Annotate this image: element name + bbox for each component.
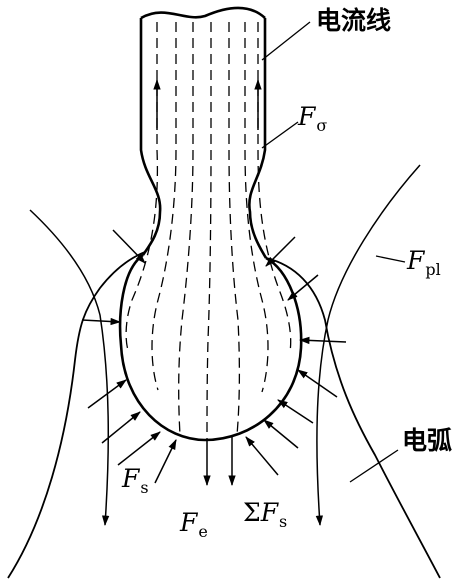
current-line xyxy=(151,22,177,391)
f-s-sub: s xyxy=(140,478,149,497)
droplet xyxy=(118,253,303,442)
force-arrow xyxy=(298,336,347,345)
current-lines-leader xyxy=(261,21,311,61)
f-sigma-label: Fσ xyxy=(298,104,327,134)
sum-f-s-prefix: Σ xyxy=(243,498,261,527)
sum-f-s-main: F xyxy=(260,498,279,527)
f-pl-sub: pl xyxy=(425,260,441,279)
electrode-wire xyxy=(139,6,268,259)
wire-arrows xyxy=(153,78,262,130)
current-line xyxy=(228,22,241,436)
current-line xyxy=(257,22,292,353)
arc-leader xyxy=(349,449,399,483)
arc-outline xyxy=(7,251,441,579)
f-e-label: Fe xyxy=(180,510,208,540)
wire-top-wavy-edge xyxy=(140,6,266,20)
f-pl-label: Fpl xyxy=(407,248,441,278)
arc-left-edge xyxy=(7,251,146,579)
left-flow-curve xyxy=(29,209,110,527)
arc-label: 电弧 xyxy=(402,426,453,455)
f-sigma-leader xyxy=(261,121,299,149)
force-arrow xyxy=(87,379,127,409)
current-line xyxy=(125,22,159,351)
leader-lines xyxy=(261,21,406,483)
sum-f-s-sub: s xyxy=(279,512,288,531)
wire-left-edge xyxy=(139,18,162,256)
droplet-outline xyxy=(118,253,303,442)
electromagnetic-force-arrows xyxy=(203,436,236,487)
f-e-main: F xyxy=(180,508,198,537)
f-sigma-main: F xyxy=(298,102,316,131)
force-arrow xyxy=(81,317,122,326)
f-s-main: F xyxy=(122,464,140,493)
force-arrow xyxy=(265,236,296,267)
force-arrow xyxy=(154,439,177,484)
plasma-flow-curves xyxy=(29,164,421,527)
force-arrow xyxy=(277,399,314,424)
current-lines xyxy=(125,22,292,441)
current-lines-label: 电流线 xyxy=(316,6,392,35)
current-line xyxy=(206,22,212,441)
f-sigma-sub: σ xyxy=(316,116,328,135)
force-arrow xyxy=(101,411,141,444)
f-s-label: Fs xyxy=(122,466,149,496)
force-arrow xyxy=(245,436,279,476)
force-arrows xyxy=(81,229,347,484)
force-arrow xyxy=(117,431,161,466)
f-pl-main: F xyxy=(407,246,425,275)
f-pl-leader xyxy=(375,255,406,263)
sum-f-s-label: ΣFs xyxy=(243,500,287,530)
current-line xyxy=(178,22,194,436)
wire-right-edge xyxy=(248,18,268,259)
force-arrow xyxy=(287,274,319,301)
force-arrow xyxy=(263,419,299,449)
right-flow-curve xyxy=(315,164,421,527)
f-e-sub: e xyxy=(198,522,208,541)
current-line xyxy=(244,22,269,393)
force-arrow xyxy=(297,369,338,398)
force-arrow xyxy=(112,229,146,264)
arc-right-edge xyxy=(265,257,441,579)
